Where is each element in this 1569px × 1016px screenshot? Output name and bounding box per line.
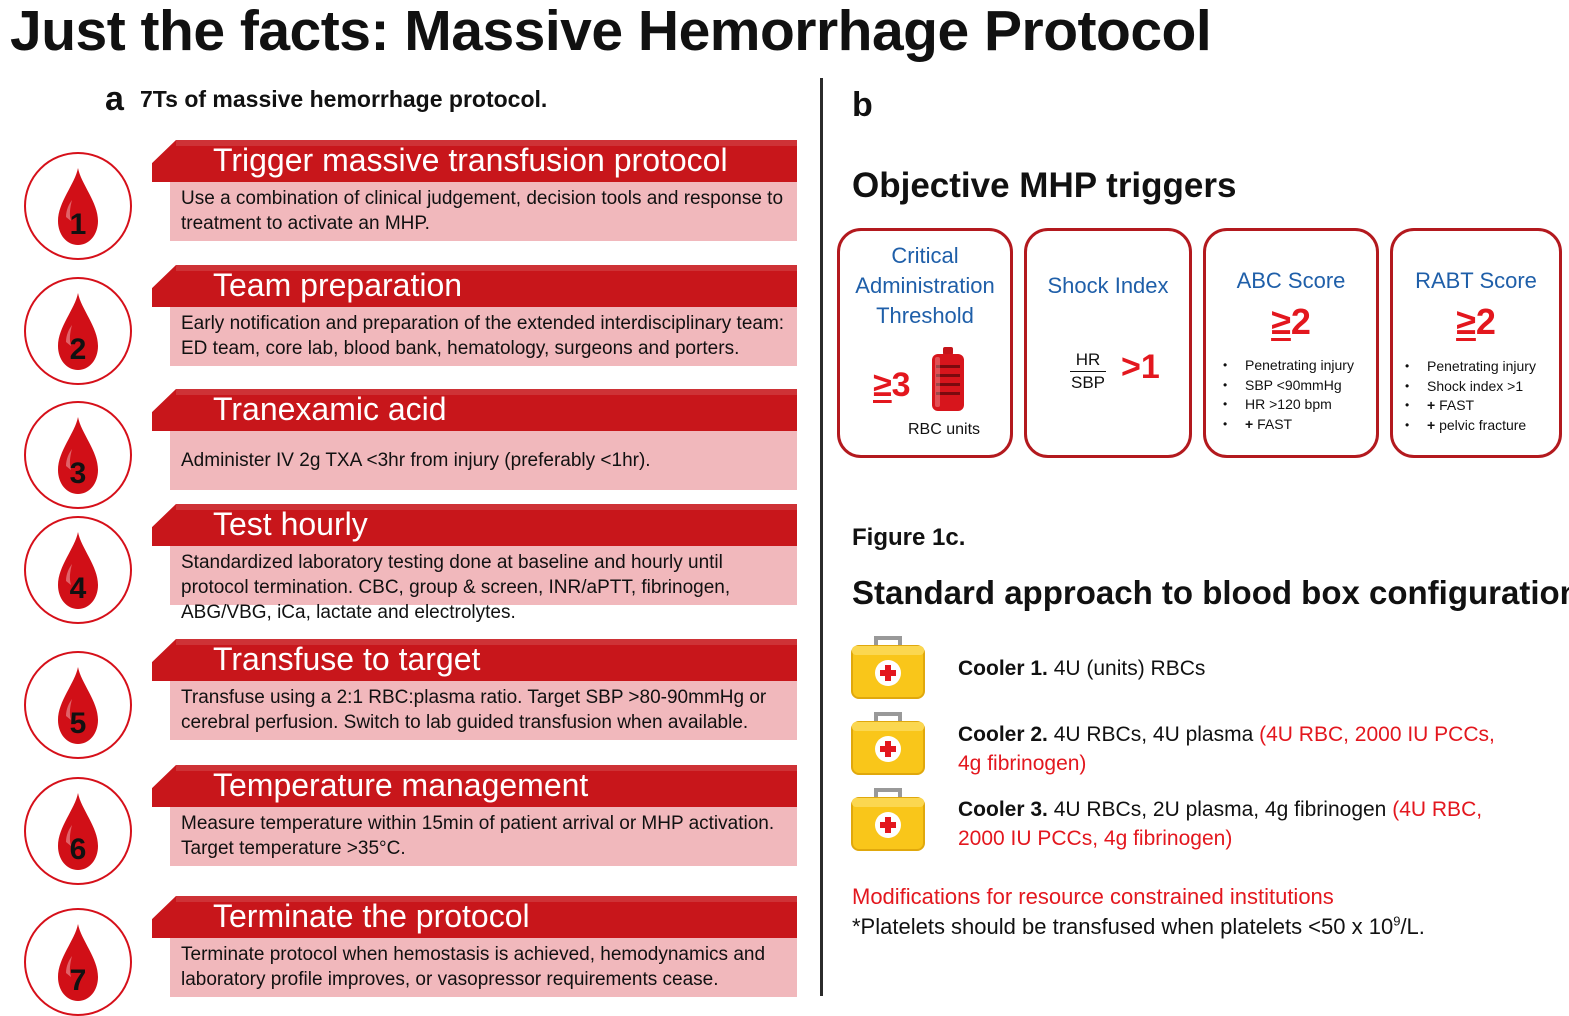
step-banner (152, 765, 797, 807)
plus-icon: + (1427, 397, 1436, 413)
cat-name-line2: Administration (855, 273, 995, 298)
rabt-criterion: Penetrating injury (1405, 357, 1536, 377)
step-description: Early notification and preparation of th… (170, 307, 797, 366)
step-title: Team preparation (213, 267, 463, 303)
cooler-icon (851, 788, 925, 851)
step-title: Test hourly (213, 506, 368, 542)
cooler-3-text: Cooler 3. 4U RBCs, 2U plasma, 4g fibrino… (958, 798, 1483, 850)
blood-drop-icon: 6 (58, 793, 98, 870)
protocol-step-3: 3 Tranexamic acid Administer IV 2g TXA <… (0, 389, 800, 509)
panel-a-label: a (105, 80, 124, 118)
abc-threshold: ≥2 (1271, 301, 1311, 342)
protocol-step-5: 5 Transfuse to target Transfuse using a … (0, 639, 800, 759)
step-description: Standardized laboratory testing done at … (170, 546, 797, 623)
svg-text:3: 3 (70, 457, 87, 490)
plus-icon: + (1245, 415, 1254, 432)
rabt-criterion: + pelvic fracture (1405, 416, 1536, 436)
cat-threshold: ≥3 (873, 366, 911, 404)
protocol-step-6: 6 Temperature management Measure tempera… (0, 765, 800, 885)
cat-name-line3: Threshold (876, 303, 974, 328)
card-critical-administration-threshold: Critical Administration Threshold ≥3 RBC… (837, 228, 1013, 458)
abc-criterion: HR >120 bpm (1223, 395, 1354, 415)
step-number-badge: 5 (24, 651, 132, 759)
rabt-criteria-list: Penetrating injury Shock index >1 + FAST… (1405, 357, 1536, 435)
svg-text:1: 1 (70, 208, 87, 241)
abc-criterion: Penetrating injury (1223, 356, 1354, 376)
cooler-2-text: Cooler 2. 4U RBCs, 4U plasma (4U RBC, 20… (958, 723, 1495, 775)
protocol-step-2: 2 Team preparation Early notification an… (0, 265, 800, 385)
step-description: Transfuse using a 2:1 RBC:plasma ratio. … (170, 681, 797, 740)
card-shock-index: Shock Index HR SBP >1 (1024, 228, 1192, 458)
figure-1c-label: Figure 1c. (852, 524, 966, 551)
blood-box-heading: Standard approach to blood box configura… (852, 574, 1569, 611)
cooler-icon (851, 712, 925, 775)
step-banner (152, 896, 797, 938)
panel-divider (820, 78, 823, 996)
step-description: Administer IV 2g TXA <3hr from injury (p… (170, 431, 797, 490)
protocol-step-4: 4 Test hourly Standardized laboratory te… (0, 504, 800, 624)
svg-text:4: 4 (70, 572, 87, 605)
step-banner (152, 639, 797, 681)
panel-b-label: b (852, 86, 873, 124)
shock-index-fraction: HR SBP (1070, 349, 1106, 394)
card-rabt-score: RABT Score ≥2 Penetrating injury Shock i… (1390, 228, 1562, 458)
rabt-score-name: RABT Score (1415, 268, 1537, 293)
plus-icon: + (1427, 416, 1436, 433)
step-number-badge: 7 (24, 908, 132, 1016)
blood-drop-icon: 3 (58, 417, 98, 494)
svg-text:2: 2 (70, 333, 87, 366)
shock-index-name: Shock Index (1047, 273, 1169, 298)
rabt-threshold: ≥2 (1456, 301, 1496, 342)
rabt-criterion: Shock index >1 (1405, 377, 1536, 397)
svg-text:6: 6 (70, 833, 87, 866)
abc-criteria-list: Penetrating injury SBP <90mmHg HR >120 b… (1223, 356, 1354, 434)
shock-index-value: >1 (1121, 348, 1160, 386)
card-abc-score: ABC Score ≥2 Penetrating injury SBP <90m… (1203, 228, 1379, 458)
page-title: Just the facts: Massive Hemorrhage Proto… (10, 0, 1212, 63)
step-description: Measure temperature within 15min of pati… (170, 807, 797, 866)
blood-drop-icon: 2 (58, 293, 98, 370)
step-number-badge: 6 (24, 777, 132, 885)
abc-criterion: + FAST (1223, 415, 1354, 435)
step-banner (152, 389, 797, 431)
step-description: Terminate protocol when hemostasis is ac… (170, 938, 797, 997)
platelets-note: *Platelets should be transfused when pla… (852, 913, 1425, 939)
triggers-heading: Objective MHP triggers (852, 166, 1237, 205)
step-title: Trigger massive transfusion protocol (213, 142, 728, 178)
cooler-icon (851, 636, 925, 699)
svg-text:5: 5 (70, 707, 87, 740)
step-number-badge: 2 (24, 277, 132, 385)
step-title: Temperature management (213, 767, 589, 803)
protocol-step-1: 1 Trigger massive transfusion protocol U… (0, 140, 800, 260)
step-number-badge: 4 (24, 516, 132, 624)
step-title: Terminate the protocol (213, 898, 530, 934)
panel-a-subtitle: 7Ts of massive hemorrhage protocol. (140, 86, 548, 112)
step-banner (152, 265, 797, 307)
step-banner (152, 504, 797, 546)
step-title: Transfuse to target (213, 641, 481, 677)
blood-drop-icon: 7 (58, 924, 98, 1001)
abc-criterion: SBP <90mmHg (1223, 376, 1354, 396)
step-banner (152, 140, 797, 182)
cat-name-line1: Critical (891, 243, 959, 268)
blood-drop-icon: 1 (58, 168, 98, 245)
modifications-heading: Modifications for resource constrained i… (852, 884, 1334, 909)
abc-score-name: ABC Score (1236, 268, 1346, 293)
blood-drop-icon: 5 (58, 667, 98, 744)
blood-drop-icon: 4 (58, 532, 98, 609)
svg-text:7: 7 (70, 964, 87, 997)
fraction-numerator: HR (1070, 349, 1106, 372)
step-number-badge: 3 (24, 401, 132, 509)
cat-unit: RBC units (908, 421, 981, 438)
protocol-step-7: 7 Terminate the protocol Terminate proto… (0, 896, 800, 1016)
blood-bag-icon (932, 347, 964, 411)
fraction-denominator: SBP (1070, 373, 1106, 392)
cooler-1-text: Cooler 1. 4U (units) RBCs (958, 657, 1206, 680)
step-title: Tranexamic acid (213, 391, 447, 427)
step-description: Use a combination of clinical judgement,… (170, 182, 797, 241)
rabt-criterion: + FAST (1405, 396, 1536, 416)
step-number-badge: 1 (24, 152, 132, 260)
